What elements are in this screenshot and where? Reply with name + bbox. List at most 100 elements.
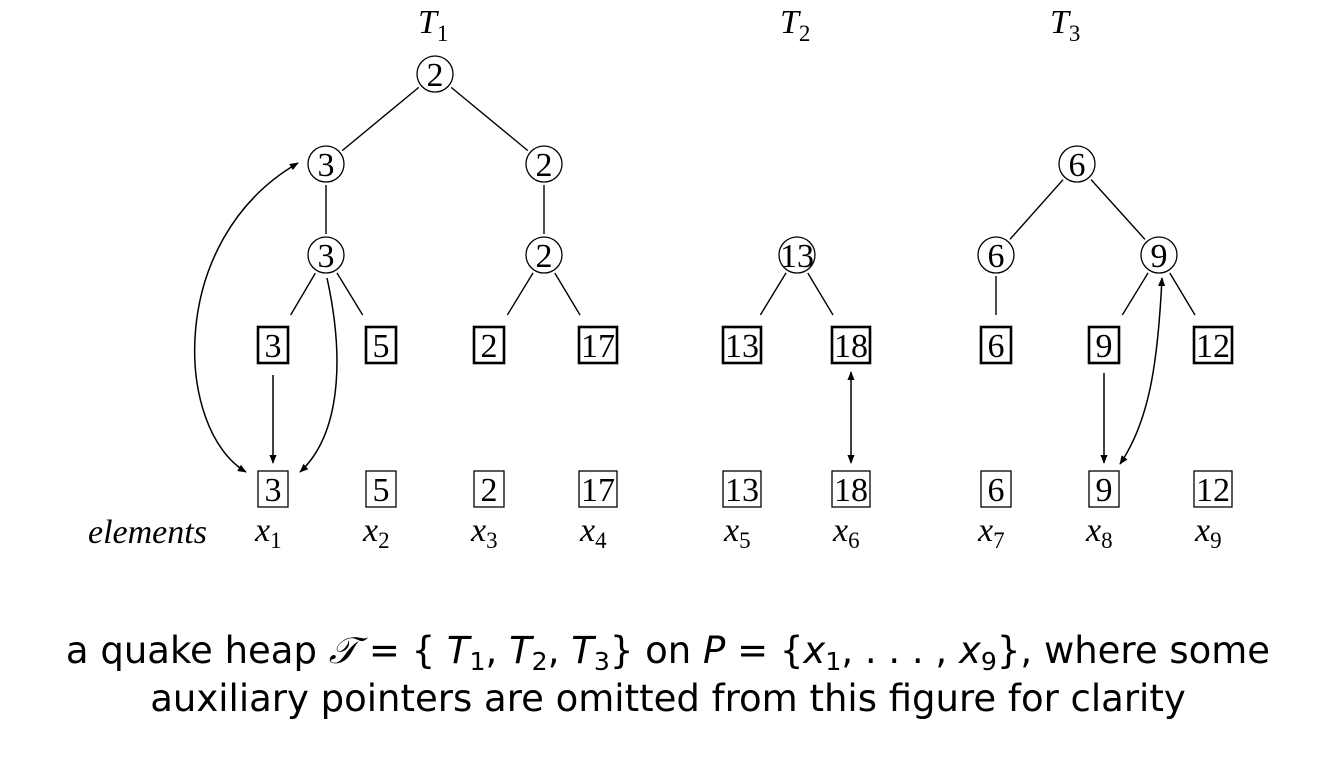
- auxiliary-pointers: [194, 162, 1166, 473]
- element-value: 3: [265, 472, 282, 509]
- tree-edges: [290, 86, 1196, 316]
- node-circle: [977, 236, 1015, 274]
- figure-caption: a quake heap 𝒯 = { T1, T2, T3} on P = {x…: [0, 627, 1336, 723]
- leaf-box: [1087, 325, 1121, 365]
- element-value: 6: [988, 472, 1005, 509]
- tree-node-t1-root: 2: [416, 55, 454, 94]
- node-value: 13: [725, 328, 759, 365]
- edge-t3-root-t3-a: [1009, 179, 1064, 240]
- element-x1: 3x1: [254, 470, 289, 553]
- element-label: x9: [1194, 512, 1222, 553]
- tree-node-t3-l2: 9: [1087, 325, 1121, 365]
- node-value: 2: [481, 328, 498, 365]
- element-label: x7: [977, 512, 1005, 553]
- node-value: 18: [834, 328, 868, 365]
- caption-line-2: auxiliary pointers are omitted from this…: [150, 677, 1186, 721]
- element-value: 2: [481, 472, 498, 509]
- edge-t3-b-t3-l3: [1169, 272, 1196, 316]
- element-box: [473, 470, 505, 508]
- elements-label: elements: [88, 514, 207, 551]
- element-box: [980, 470, 1012, 508]
- edge-t3-root-t3-b: [1090, 179, 1146, 240]
- element-x3: 2x3: [470, 470, 505, 553]
- node-value: 13: [780, 238, 814, 275]
- tree-node-t1-l4: 17: [577, 325, 619, 365]
- leaf-box: [830, 325, 872, 365]
- leaf-box: [256, 325, 290, 365]
- element-value: 17: [581, 472, 615, 509]
- edge-t1-b1-t1-l4: [554, 272, 581, 316]
- element-label: x6: [832, 512, 860, 553]
- node-value: 2: [536, 147, 553, 184]
- tree-node-t2-root: 13: [778, 236, 816, 275]
- tree-node-t2-l1: 13: [721, 325, 763, 365]
- element-label: x1: [254, 512, 282, 553]
- leaf-box: [364, 325, 398, 365]
- node-circle: [778, 236, 816, 274]
- node-value: 9: [1151, 238, 1168, 275]
- edge-t2-root-t2-l1: [759, 272, 787, 316]
- caption-line-1: a quake heap 𝒯 = { T1, T2, T3} on P = {x…: [65, 629, 1271, 677]
- tree-node-t1-a: 3: [307, 145, 345, 184]
- element-box: [722, 470, 762, 508]
- element-label: x8: [1085, 512, 1113, 553]
- element-box: [1088, 470, 1120, 508]
- tree-title-t2: T2: [780, 4, 810, 46]
- element-value: 9: [1096, 472, 1113, 509]
- element-x8: 9x8: [1085, 470, 1120, 553]
- tree-node-t1-l3: 2: [472, 325, 506, 365]
- heap-symbol: 𝒯: [328, 629, 358, 672]
- node-value: 6: [988, 328, 1005, 365]
- node-value: 6: [988, 238, 1005, 275]
- tree-node-t3-l1: 6: [979, 325, 1013, 365]
- node-value: 17: [581, 328, 615, 365]
- tree-node-t1-l1: 3: [256, 325, 290, 365]
- element-x7: 6x7: [977, 470, 1012, 553]
- leaf-box: [1192, 325, 1234, 365]
- node-value: 9: [1096, 328, 1113, 365]
- tree-node-t3-a: 6: [977, 236, 1015, 275]
- edge-t3-b-t3-l2: [1121, 272, 1149, 316]
- node-circle: [416, 55, 454, 93]
- tree-title-t3: T3: [1050, 4, 1080, 46]
- tree-node-t2-l2: 18: [830, 325, 872, 365]
- element-value: 5: [373, 472, 390, 509]
- quake-heap-diagram: 2 3 2 3 2 3 5 2 17 13 13 18 6 6 9 6 9 12 T1 T2 T3 element…: [88, 4, 1234, 553]
- node-value: 12: [1196, 328, 1230, 365]
- edge-t2-root-t2-l2: [807, 272, 834, 316]
- node-circle: [307, 145, 345, 183]
- tree-node-t3-root: 6: [1058, 145, 1096, 184]
- leaf-box: [721, 325, 763, 365]
- edge-t1-root-t1-b: [450, 86, 529, 152]
- leaf-box: [472, 325, 506, 365]
- edge-t1-a1-t1-l1: [290, 272, 316, 316]
- tree-node-t1-a1: 3: [307, 236, 345, 275]
- node-value: 6: [1069, 147, 1086, 184]
- node-circle: [1140, 236, 1178, 274]
- edge-t1-a1-t1-l2: [336, 272, 364, 316]
- element-label: x2: [362, 512, 390, 553]
- tree-title-t1: T1: [418, 4, 448, 46]
- node-circle: [1058, 145, 1096, 183]
- leaf-box: [577, 325, 619, 365]
- element-x2: 5x2: [362, 470, 397, 553]
- element-value: 13: [725, 472, 759, 509]
- node-circle: [525, 145, 563, 183]
- tree-node-t3-l3: 12: [1192, 325, 1234, 365]
- pointer-node-t1-a-to-element-x1: [194, 162, 299, 473]
- element-value: 12: [1196, 472, 1230, 509]
- tree-node-t3-b: 9: [1140, 236, 1178, 275]
- element-box: [365, 470, 397, 508]
- pointer-node-t1-a1-to-element-x1: [299, 277, 338, 473]
- edge-t1-b1-t1-l3: [506, 272, 534, 316]
- tree-node-t1-l2: 5: [364, 325, 398, 365]
- element-box: [1193, 470, 1233, 508]
- node-value: 5: [373, 328, 390, 365]
